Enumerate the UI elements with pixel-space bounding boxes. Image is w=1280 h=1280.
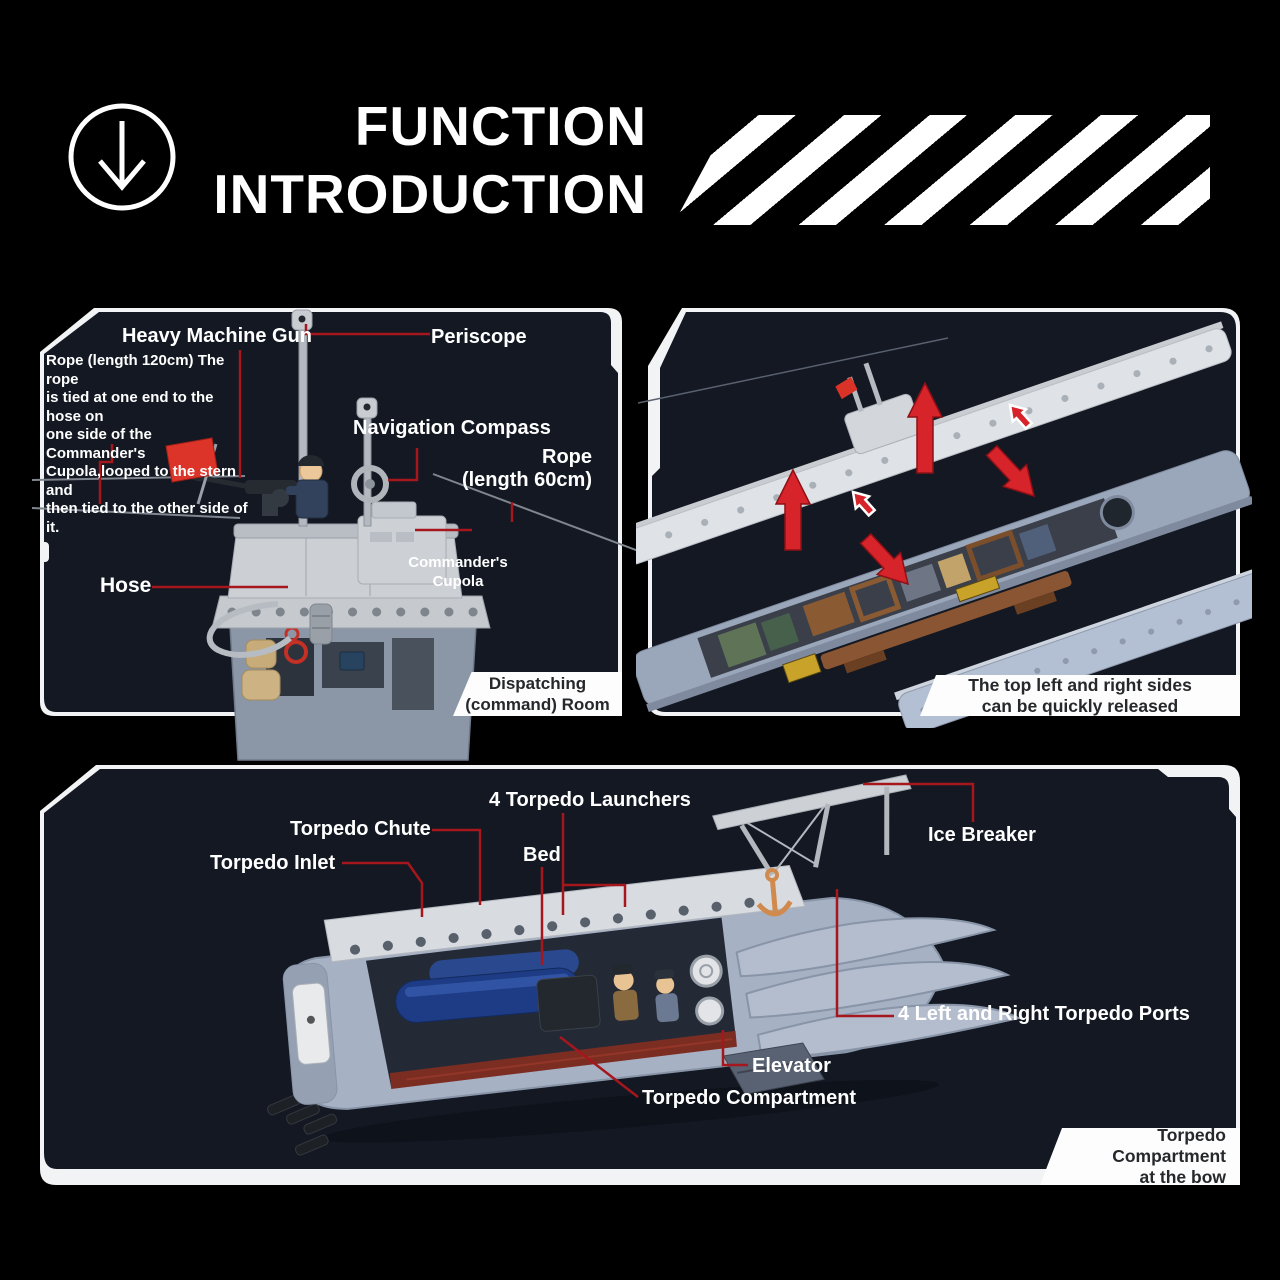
label-heavy-machine-gun: Heavy Machine Gun xyxy=(121,325,313,347)
label-periscope: Periscope xyxy=(431,326,527,348)
label-torpedo-inlet: Torpedo Inlet xyxy=(210,852,336,874)
label-hose: Hose xyxy=(100,574,152,597)
caption-bow-compartment: Torpedo Compartment at the bow xyxy=(1040,1128,1240,1185)
label-elevator: Elevator xyxy=(752,1055,831,1077)
caption-quick-release: The top left and right sides can be quic… xyxy=(920,675,1240,716)
down-arrow-icon xyxy=(68,103,176,211)
label-torpedo-launchers: 4 Torpedo Launchers xyxy=(489,789,691,811)
label-navigation-compass: Navigation Compass xyxy=(353,417,551,439)
label-bed: Bed xyxy=(523,844,561,866)
label-torpedo-compartment: Torpedo Compartment xyxy=(642,1087,857,1109)
label-torpedo-chute: Torpedo Chute xyxy=(290,818,431,840)
label-commanders-cupola: Commander's Cupola xyxy=(408,554,508,590)
caption-dispatching-room: Dispatching (command) Room xyxy=(453,672,622,716)
label-ice-breaker: Ice Breaker xyxy=(928,824,1036,846)
panel-exploded-view: The top left and right sides can be quic… xyxy=(636,308,1252,728)
panel-conning-tower: Heavy Machine Gun Periscope Rope (length… xyxy=(32,308,648,761)
panel-bow-compartment: 4 Torpedo Launchers Torpedo Chute Bed To… xyxy=(40,765,1240,1185)
page-title: FUNCTION INTRODUCTION xyxy=(213,95,647,225)
panel-frame xyxy=(648,308,1240,716)
panel-frame xyxy=(40,765,1240,1185)
label-rope-60cm: Rope (length 60cm) xyxy=(461,446,592,491)
hazard-stripes-decoration xyxy=(673,115,1210,225)
label-rope-note: Rope (length 120cm) The rope is tied at … xyxy=(46,352,248,536)
label-torpedo-ports: 4 Left and Right Torpedo Ports xyxy=(898,1003,1190,1025)
